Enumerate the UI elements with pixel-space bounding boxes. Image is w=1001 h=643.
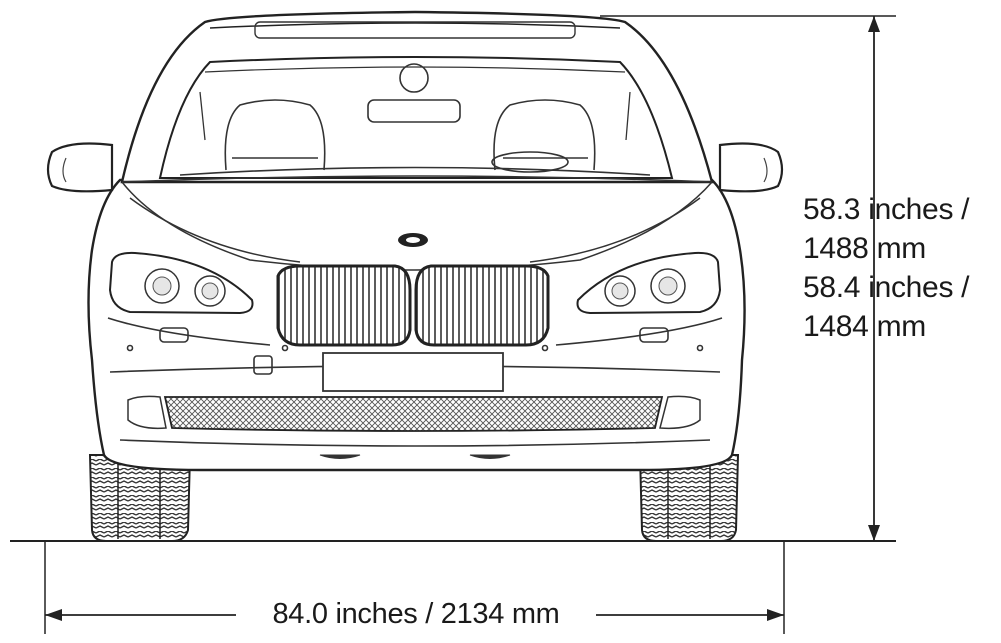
right-tire (638, 454, 740, 542)
underbody (319, 454, 511, 459)
hood-lines (121, 175, 713, 271)
right-headlight (576, 251, 722, 315)
height-imperial-1: 58.3 inches / (803, 193, 970, 226)
height-metric-1: 1488 mm (803, 232, 926, 265)
height-metric-2: 1484 mm (803, 310, 926, 343)
kidney-grille (276, 264, 550, 347)
sunroof-edge (254, 21, 576, 39)
height-dimension (600, 15, 896, 541)
left-tire (88, 454, 192, 542)
right-side-mirror (718, 142, 784, 193)
left-headlight (108, 251, 254, 315)
width-dimension-label: 84.0 inches / 2134 mm (236, 597, 596, 631)
height-imperial-2: 58.4 inches / (803, 271, 970, 304)
lower-air-intake (163, 396, 664, 432)
license-plate (322, 352, 504, 392)
roof-line (209, 22, 621, 29)
left-side-mirror (46, 142, 114, 193)
bmw-roundel-icon (398, 233, 428, 247)
interior (179, 63, 651, 176)
windshield (158, 56, 674, 179)
height-dimension-label: 58.3 inches / 1488 mm 58.4 inches / 1484… (803, 190, 970, 346)
